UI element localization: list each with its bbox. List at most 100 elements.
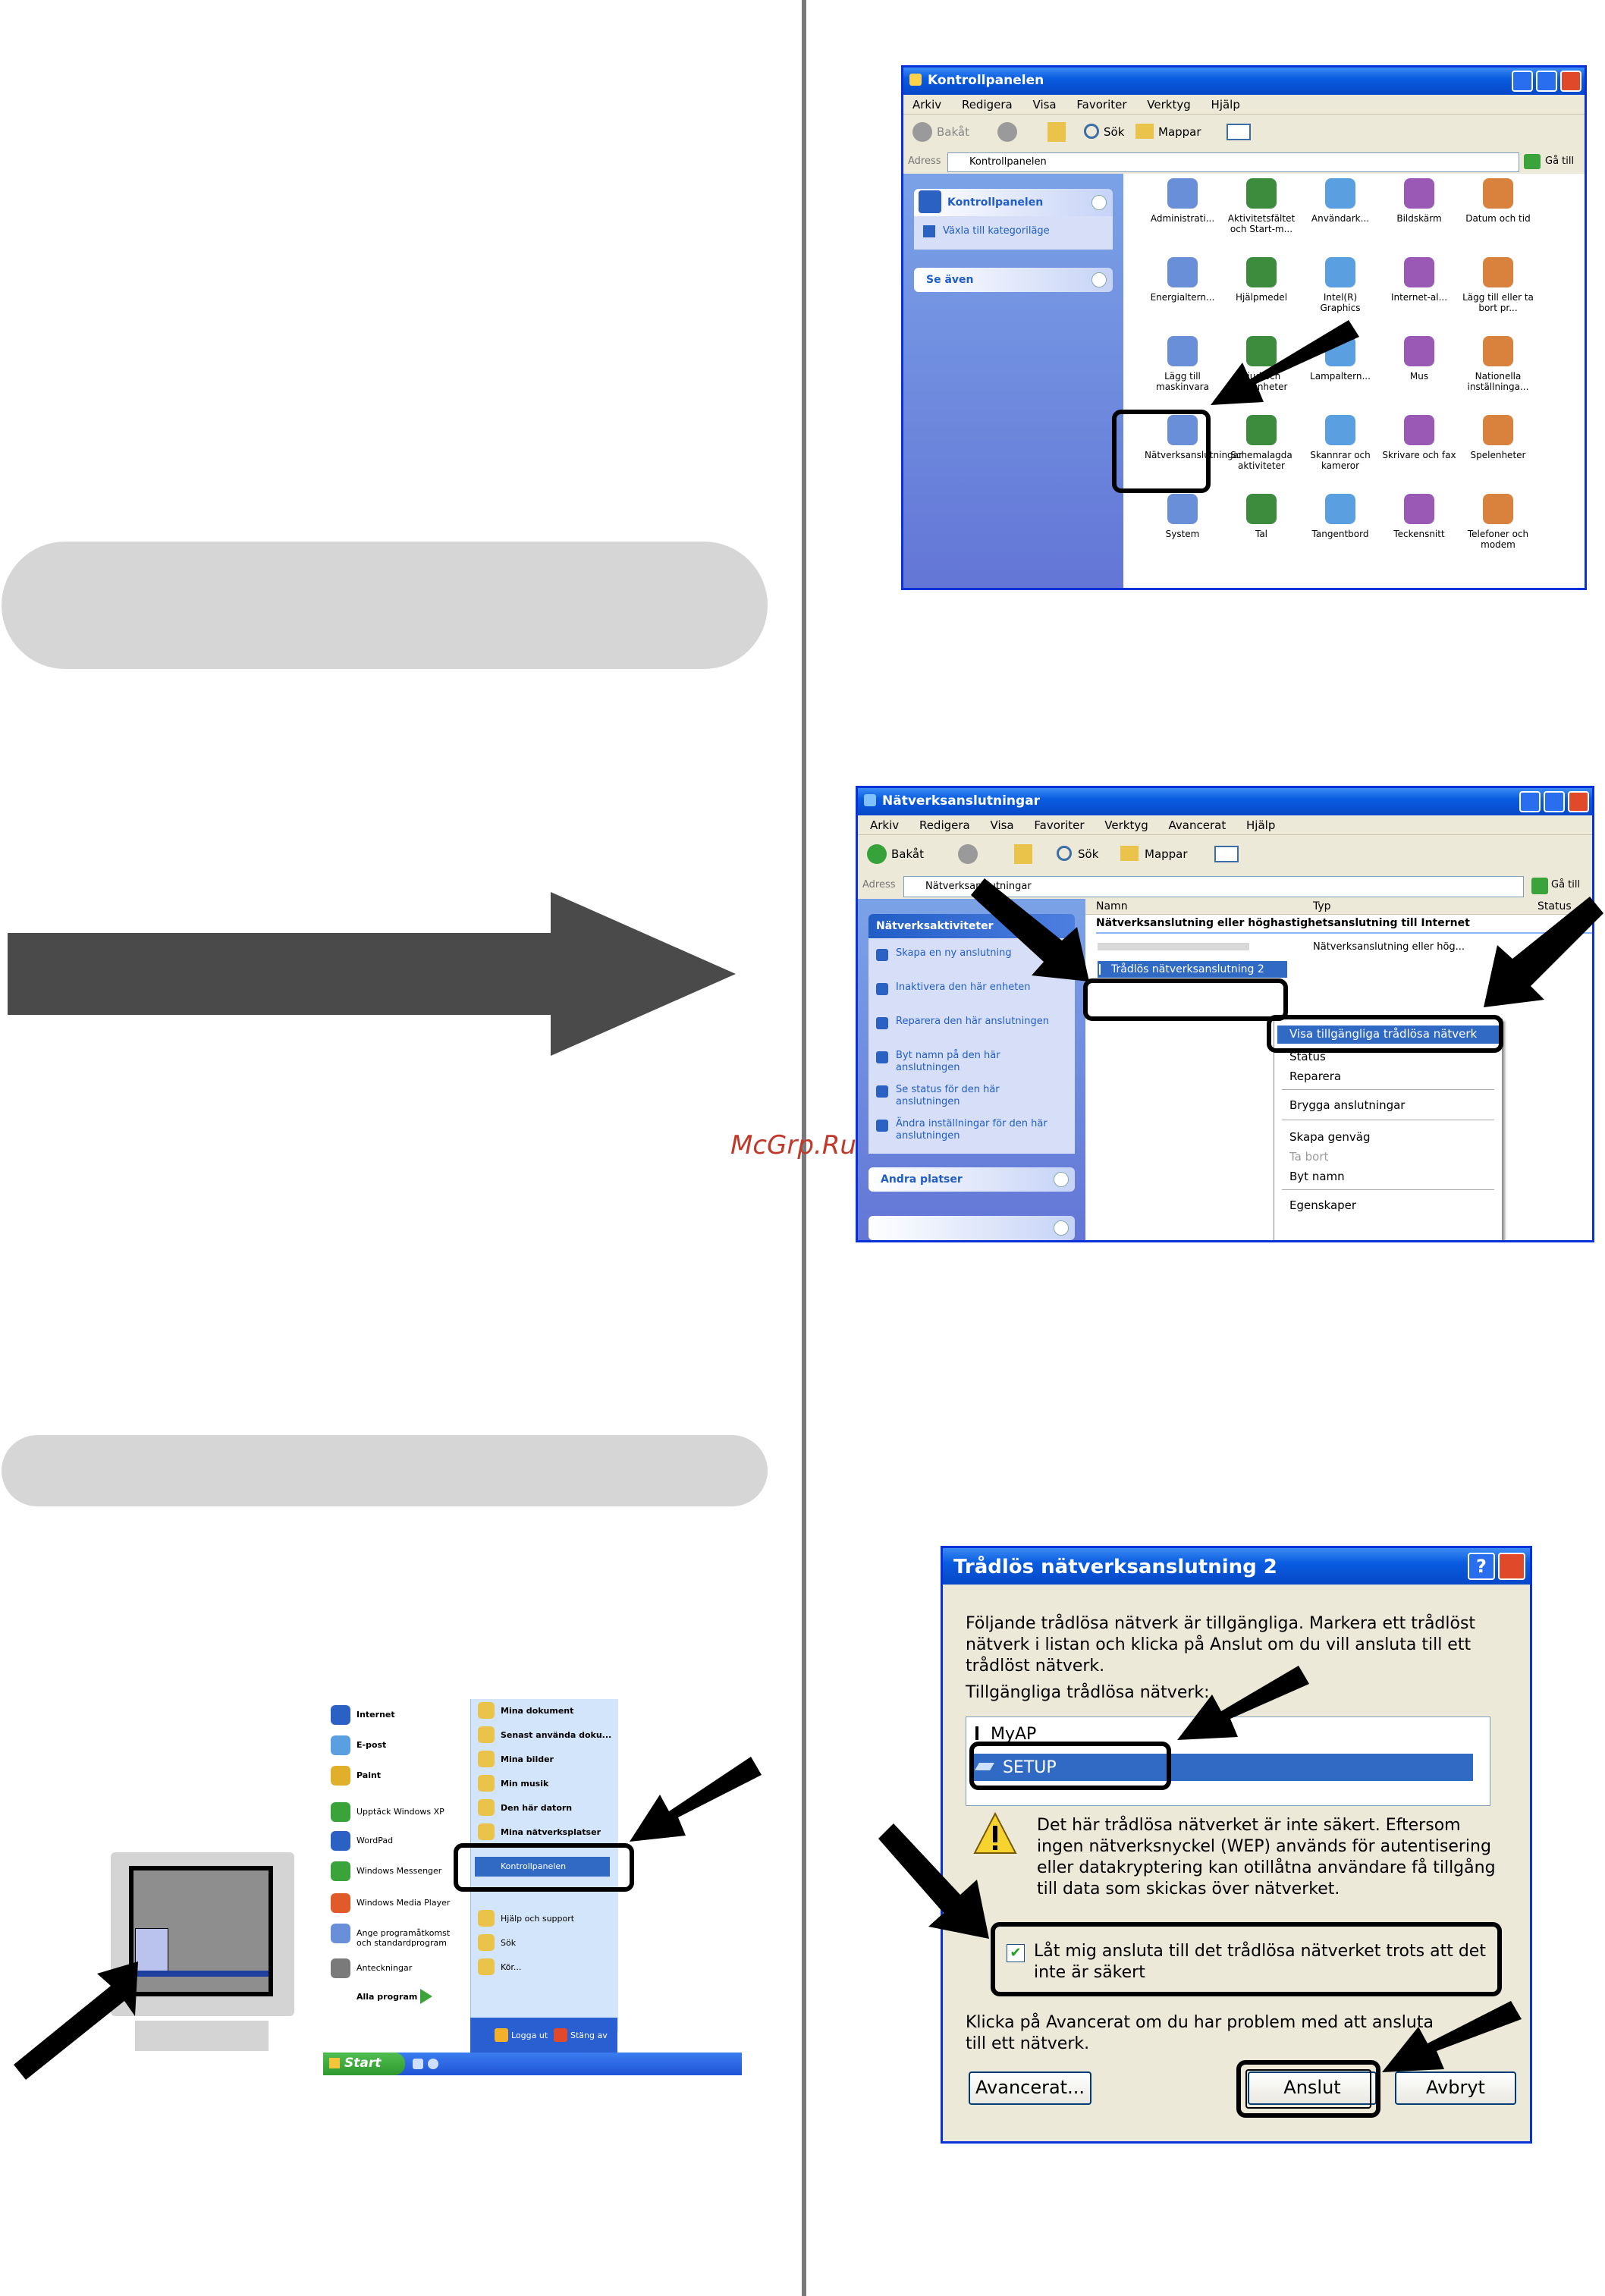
task-link[interactable]: Byt namn på den här anslutningen [896, 1050, 1000, 1073]
control-panel-item-label[interactable]: Tangentbord [1311, 529, 1369, 539]
control-panel-item-icon[interactable] [1325, 494, 1355, 524]
go-arrow-icon[interactable] [1524, 154, 1541, 169]
maximize-button[interactable] [1544, 791, 1565, 812]
cancel-button[interactable]: Avbryt [1395, 2071, 1516, 2105]
control-panel-item-icon[interactable] [1246, 415, 1277, 445]
checkbox-label[interactable]: Låt mig ansluta till det trådlösa nätver… [1034, 1942, 1486, 1982]
control-panel-item-icon[interactable] [1483, 415, 1513, 445]
expand-icon[interactable] [1054, 1220, 1069, 1236]
views-icon[interactable] [1227, 124, 1251, 140]
help-button[interactable]: ? [1468, 1553, 1495, 1580]
control-panel-item-label[interactable]: Tal [1255, 529, 1268, 539]
forward-icon[interactable] [997, 122, 1017, 142]
control-panel-item-label[interactable]: Internet-al... [1390, 292, 1448, 303]
back-button-label[interactable]: Bakåt [891, 847, 924, 861]
control-panel-item-label[interactable]: Teckensnitt [1393, 529, 1445, 539]
menu-item[interactable]: Favoriter [1034, 818, 1085, 832]
control-panel-item-icon[interactable] [1167, 415, 1198, 445]
menu-item[interactable]: Avancerat [1168, 818, 1227, 832]
start-menu-program[interactable]: WordPad [356, 1836, 394, 1845]
folders-button-label[interactable]: Mappar [1145, 847, 1188, 861]
start-menu-place[interactable]: Mina nätverksplatser [501, 1827, 601, 1837]
back-icon[interactable] [867, 844, 887, 864]
expand-icon[interactable] [1091, 272, 1107, 287]
control-panel-item-icon[interactable] [1167, 336, 1198, 366]
menu-item[interactable]: Redigera [961, 98, 1013, 112]
control-panel-item-icon[interactable] [1246, 178, 1277, 209]
task-link[interactable]: Skapa en ny anslutning [896, 947, 1012, 959]
control-panel-item-icon[interactable] [1325, 415, 1355, 445]
control-panel-item-label[interactable]: Energialtern... [1150, 292, 1215, 303]
control-panel-item-label[interactable]: Aktivitetsfältet och Start-m... [1227, 213, 1296, 234]
control-panel-item-label[interactable]: Nätverksanslutningar [1145, 450, 1242, 460]
menu-item[interactable]: Hjälp [1246, 818, 1276, 832]
start-menu-place[interactable]: Kontrollpanelen [475, 1857, 610, 1877]
control-panel-item-icon[interactable] [1404, 257, 1434, 287]
task-link[interactable]: Se status för den här anslutningen [896, 1084, 1000, 1107]
control-panel-item-icon[interactable] [1483, 336, 1513, 366]
task-link[interactable]: Ändra inställningar för den här anslutni… [896, 1118, 1047, 1142]
control-panel-item-icon[interactable] [1404, 178, 1434, 209]
context-menu-item[interactable]: Ta bort [1289, 1150, 1329, 1164]
go-button-label[interactable]: Gå till [1545, 155, 1575, 167]
control-panel-item-label[interactable]: Mus [1409, 371, 1429, 382]
menu-item[interactable]: Visa [1032, 98, 1057, 112]
start-menu-place[interactable]: Mina bilder [501, 1754, 554, 1764]
control-panel-item-label[interactable]: Schemalagda aktiviteter [1230, 450, 1292, 471]
column-name[interactable]: Namn [1096, 900, 1128, 912]
control-panel-item-label[interactable]: Skannrar och kameror [1310, 450, 1371, 471]
list-item[interactable]: MyAP [968, 1722, 1484, 1745]
control-panel-item-label[interactable]: Skrivare och fax [1382, 450, 1456, 460]
start-menu-place[interactable]: Min musik [501, 1779, 549, 1789]
control-panel-item-icon[interactable] [1325, 257, 1355, 287]
control-panel-item-label[interactable]: Användark... [1311, 213, 1370, 224]
search-button-label[interactable]: Sök [1104, 125, 1125, 139]
start-menu-place[interactable]: Sök [501, 1938, 517, 1948]
shutdown-button[interactable]: Stäng av [570, 2031, 608, 2040]
menu-item[interactable]: Redigera [919, 818, 970, 832]
search-icon[interactable] [1084, 124, 1099, 139]
control-panel-item-label[interactable]: Lampaltern... [1310, 371, 1371, 382]
folders-icon[interactable] [1135, 124, 1154, 139]
search-icon[interactable] [1057, 846, 1072, 861]
start-menu-place[interactable]: Den här datorn [501, 1803, 573, 1813]
start-menu-place[interactable]: Kör... [501, 1962, 522, 1972]
control-panel-item-label[interactable]: Lägg till maskinvara [1156, 371, 1209, 392]
control-panel-item-icon[interactable] [1167, 494, 1198, 524]
start-menu-program[interactable]: Windows Media Player [356, 1898, 451, 1908]
control-panel-item-icon[interactable] [1246, 336, 1277, 366]
control-panel-item-label[interactable]: Hjälpmedel [1235, 292, 1288, 303]
folders-button-label[interactable]: Mappar [1158, 125, 1201, 139]
control-panel-item-icon[interactable] [1246, 494, 1277, 524]
search-button-label[interactable]: Sök [1078, 847, 1099, 861]
quicklaunch-icon[interactable] [428, 2059, 438, 2069]
menu-item[interactable]: Arkiv [870, 818, 900, 832]
column-type[interactable]: Typ [1313, 900, 1331, 912]
address-field[interactable]: Kontrollpanelen [947, 152, 1519, 172]
logoff-button[interactable]: Logga ut [511, 2031, 548, 2040]
start-menu-program[interactable]: Paint [356, 1770, 382, 1780]
start-menu-program[interactable]: E-post [356, 1740, 387, 1750]
task-link[interactable]: Inaktivera den här enheten [896, 982, 1031, 993]
go-arrow-icon[interactable] [1531, 878, 1548, 894]
maximize-button[interactable] [1536, 71, 1557, 92]
start-menu-program[interactable]: Internet [356, 1710, 395, 1720]
address-field[interactable]: Nätverksanslutningar [903, 876, 1524, 897]
control-panel-item-label[interactable]: Datum och tid [1465, 213, 1531, 224]
list-item-selected[interactable]: Trådlös nätverksanslutning 2 [1098, 961, 1287, 978]
control-panel-item-icon[interactable] [1483, 494, 1513, 524]
control-panel-item-icon[interactable] [1404, 494, 1434, 524]
menu-item[interactable]: Favoriter [1076, 98, 1127, 112]
logoff-icon[interactable] [495, 2028, 508, 2042]
start-menu-place[interactable]: Hjälp och support [501, 1914, 575, 1924]
control-panel-item-icon[interactable] [1483, 178, 1513, 209]
control-panel-item-label[interactable]: System [1165, 529, 1200, 539]
control-panel-item-label[interactable]: Intel(R) Graphics [1320, 292, 1361, 313]
control-panel-item-label[interactable]: Administrati... [1150, 213, 1215, 224]
up-folder-icon[interactable] [1014, 844, 1032, 864]
start-menu-program[interactable]: Anteckningar [356, 1963, 413, 1973]
control-panel-item-icon[interactable] [1483, 257, 1513, 287]
context-menu-item[interactable]: Brygga anslutningar [1289, 1098, 1406, 1112]
connect-button[interactable]: Anslut [1248, 2071, 1377, 2105]
all-programs-arrow-icon[interactable] [420, 1989, 432, 2004]
